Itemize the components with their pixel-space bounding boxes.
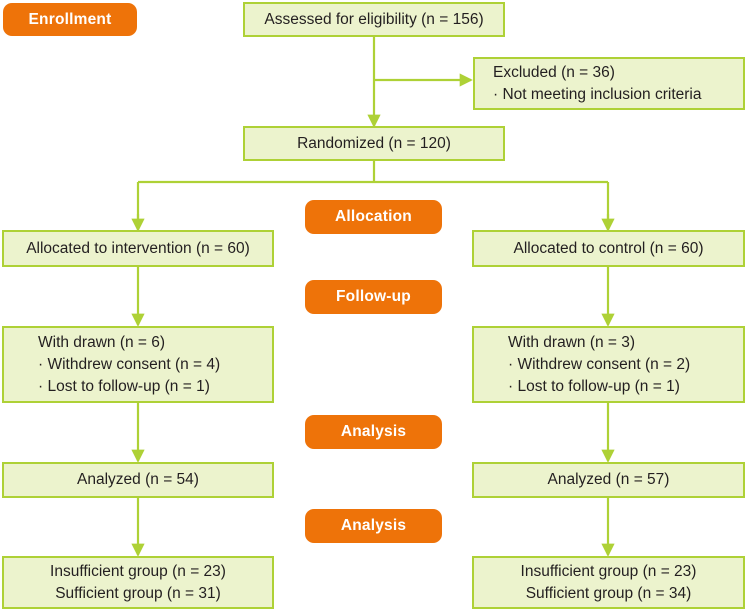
node-withdrawn-intervention: With drawn (n = 6) · Withdrew consent (n… — [2, 326, 274, 403]
node-line: Analyzed (n = 54) — [77, 471, 199, 488]
node-excluded: Excluded (n = 36) · Not meeting inclusio… — [473, 57, 745, 110]
node-line: With drawn (n = 6) — [38, 333, 166, 351]
node-line: Randomized (n = 120) — [297, 134, 451, 152]
node-line: Sufficient group (n = 31) — [55, 584, 221, 602]
node-line: Excluded (n = 36) — [493, 63, 615, 81]
node-randomized: Randomized (n = 120) — [243, 126, 505, 161]
node-withdrawn-control: With drawn (n = 3) · Withdrew consent (n… — [472, 326, 745, 403]
node-line: Allocated to intervention (n = 60) — [26, 239, 250, 257]
stage-badge-analysis-2: Analysis — [305, 509, 442, 543]
node-line: Insufficient group (n = 23) — [520, 562, 697, 580]
node-line: · Lost to follow-up (n = 1) — [38, 377, 210, 395]
node-line: Sufficient group (n = 34) — [525, 584, 692, 602]
node-line: · Withdrew consent (n = 4) — [38, 355, 221, 373]
node-analyzed-intervention: Analyzed (n = 54) — [2, 462, 274, 498]
node-line: · Lost to follow-up (n = 1) — [508, 377, 680, 395]
node-line: With drawn (n = 3) — [508, 333, 636, 351]
node-line: · Withdrew consent (n = 2) — [508, 355, 691, 373]
node-final-control: Insufficient group (n = 23) Sufficient g… — [472, 556, 745, 609]
node-allocated-control: Allocated to control (n = 60) — [472, 230, 745, 267]
stage-badge-followup: Follow-up — [305, 280, 442, 314]
node-final-intervention: Insufficient group (n = 23) Sufficient g… — [2, 556, 274, 609]
node-allocated-intervention: Allocated to intervention (n = 60) — [2, 230, 274, 267]
node-line: · Not meeting inclusion criteria — [493, 85, 702, 103]
node-line: Insufficient group (n = 23) — [50, 562, 226, 580]
stage-badge-allocation: Allocation — [305, 200, 442, 234]
node-assessed-for-eligibility: Assessed for eligibility (n = 156) — [243, 2, 505, 37]
stage-badge-enrollment: Enrollment — [3, 3, 137, 36]
node-line: Allocated to control (n = 60) — [513, 239, 704, 257]
node-analyzed-control: Analyzed (n = 57) — [472, 462, 745, 498]
node-line: Analyzed (n = 57) — [547, 471, 670, 488]
node-line: Assessed for eligibility (n = 156) — [264, 10, 484, 28]
stage-badge-analysis-1: Analysis — [305, 415, 442, 449]
